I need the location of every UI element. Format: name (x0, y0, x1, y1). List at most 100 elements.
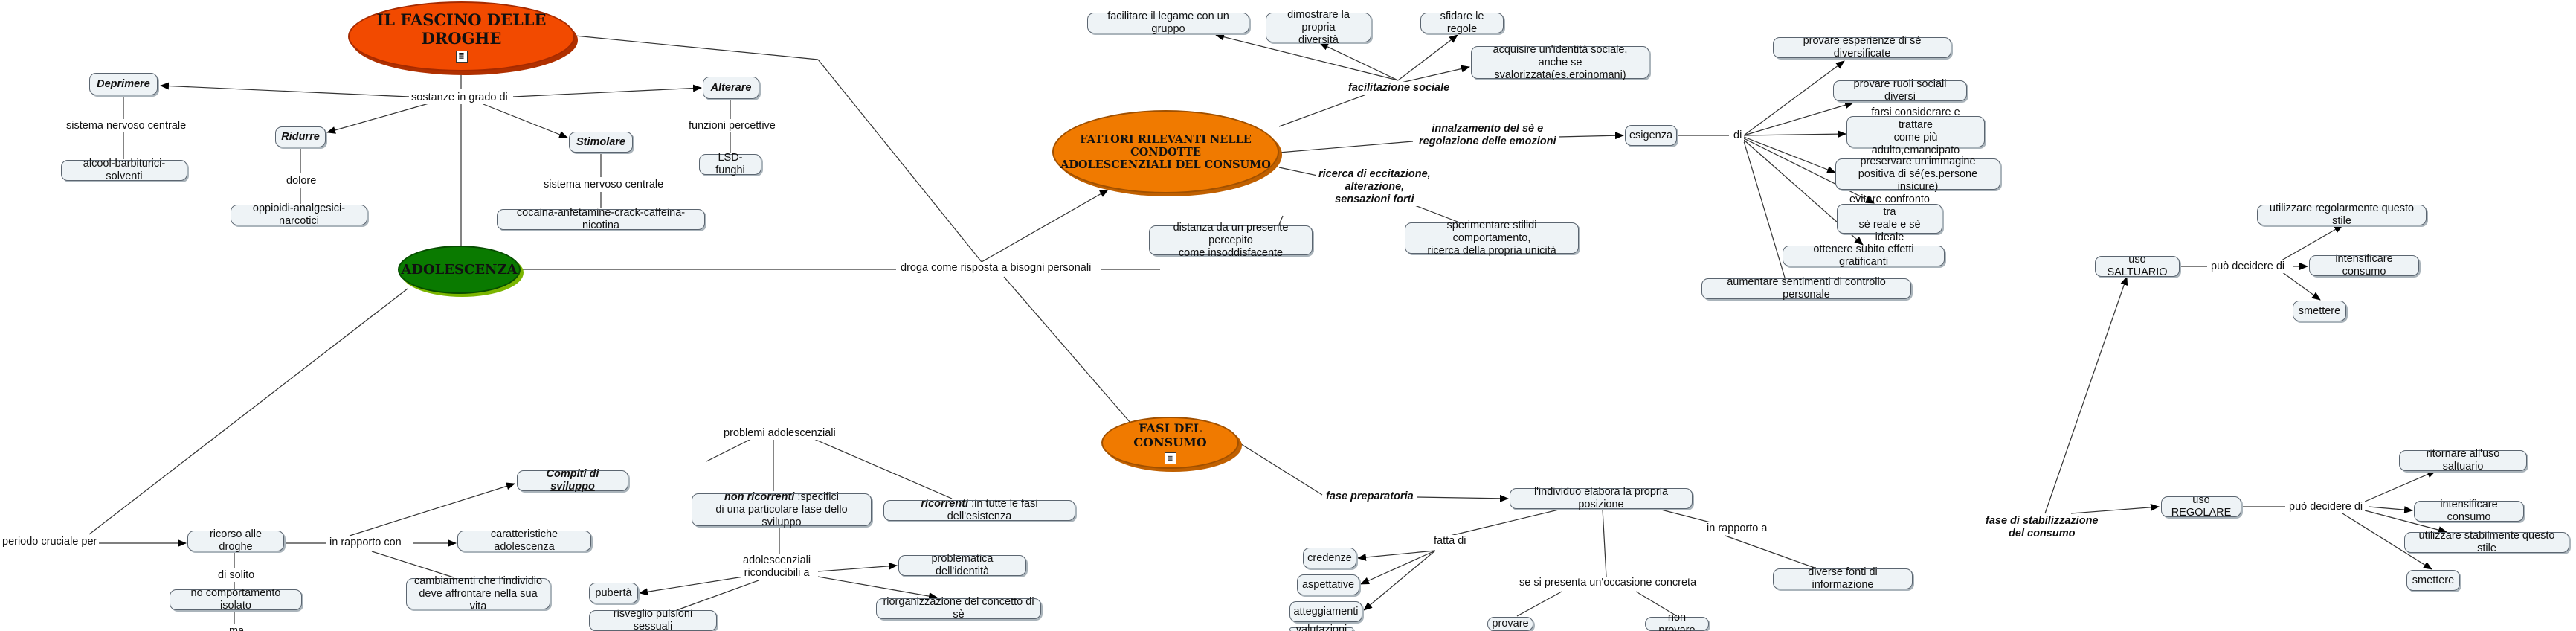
connector-line (1397, 34, 1458, 81)
label-innalzamento: innalzamento del sè e regolazione delle … (1417, 123, 1559, 148)
node-acquisire[interactable]: acquisire un'identità sociale, anche se … (1471, 44, 1649, 81)
connector-line (1357, 550, 1436, 561)
node-ricorrenti[interactable]: ricorrenti :in tutte le fasi dell'esiste… (883, 498, 1075, 522)
node-atteggiamenti[interactable]: atteggiamenti (1289, 601, 1362, 622)
node-valutazioni[interactable]: valutazioni (1289, 624, 1353, 631)
node-deprimere[interactable]: Deprimere (89, 73, 158, 95)
connector-line (2368, 506, 2413, 514)
node-sfidare[interactable]: sfidare le regole (1420, 10, 1504, 35)
connector-line (1238, 442, 1323, 496)
label-fatta: fatta di (1432, 535, 1469, 548)
connector-line (1635, 591, 1678, 617)
node-oppioidi[interactable]: oppioidi-analgesici-narcotici (231, 202, 367, 227)
node-diverse[interactable]: diverse fonti di informazione (1773, 566, 1913, 591)
node-s-util[interactable]: utilizzare regolarmente questo stile (2257, 202, 2427, 227)
node-evitare[interactable]: evitare confronto tra sè reale e sè idea… (1837, 193, 1942, 243)
fattori-rilevanti-node[interactable]: FATTORI RILEVANTI NELLE CONDOTTE ADOLESC… (1052, 110, 1279, 193)
node-distanza[interactable]: distanza da un presente percepito come i… (1149, 222, 1313, 259)
node-aspettative[interactable]: aspettative (1297, 574, 1359, 595)
node-comportamento[interactable]: no comportamento isolato (170, 587, 302, 612)
connector-line (981, 189, 1109, 263)
node-provare[interactable]: provare (1487, 617, 1533, 631)
label-droga: droga come risposta a bisogni personali (898, 262, 1094, 275)
label-preparatoria: fase preparatoria (1324, 490, 1416, 503)
connector-line (1003, 276, 1131, 423)
node-alterare[interactable]: Alterare (703, 77, 759, 99)
node-r-smett[interactable]: smettere (2406, 570, 2460, 591)
label-funzioni: funzioni percettive (686, 120, 778, 132)
node-stimolare[interactable]: Stimolare (569, 132, 633, 153)
document-icon[interactable]: ≣ (1164, 452, 1176, 464)
node-credenze[interactable]: credenze (1303, 548, 1356, 568)
node-non-provare[interactable]: non provare (1645, 612, 1709, 631)
connector-line (2342, 513, 2432, 570)
non-ricorrenti-text: :specifici di una particolare fase dello… (715, 490, 848, 528)
node-esigenza[interactable]: esigenza (1625, 125, 1677, 146)
label-puo2: può decidere di (2287, 501, 2366, 513)
node-poberta[interactable]: pubertà (589, 583, 638, 603)
label-snc1: sistema nervoso centrale (64, 120, 189, 132)
connector-line (1412, 204, 1458, 222)
connector-line (1658, 508, 1711, 523)
node-risveglio[interactable]: risveglio pulsioni sessuali (589, 608, 717, 631)
connector-line (1363, 550, 1436, 611)
connector-line (2070, 503, 2160, 514)
node-sperimentare[interactable]: sperimentare stilidi comportamento, rice… (1405, 220, 1579, 257)
node-regolare[interactable]: uso REGOLARE (2161, 494, 2241, 519)
node-farsi[interactable]: farsi considerare e trattare come più ad… (1846, 106, 1985, 156)
node-r-util[interactable]: utilizzare stabilmente questo stile (2404, 530, 2569, 554)
node-s-intens[interactable]: intensificare consumo (2309, 253, 2419, 278)
connector-line (639, 576, 744, 596)
node-aumentare[interactable]: aumentare sentimenti di controllo person… (1701, 276, 1911, 301)
label-ricerca: ricerca di eccitazione, alterazione, sen… (1316, 168, 1433, 206)
node-saltuario[interactable]: uso SALTUARIO (2095, 254, 2180, 278)
node-ruoli[interactable]: provare ruoli sociali diversi (1833, 78, 1967, 103)
node-s-smett[interactable]: smettere (2293, 301, 2346, 321)
node-r-ritorn[interactable]: ritornare all'uso saltuario (2399, 448, 2527, 473)
node-riorganizzazione[interactable]: riorganizzazione del concetto di sè (876, 596, 1041, 621)
node-lsd[interactable]: LSD-funghi (699, 152, 761, 176)
label-snc2: sistema nervoso centrale (541, 179, 666, 191)
node-cocaina[interactable]: cocaina-anfetamine-crack-caffeina-nicoti… (497, 207, 705, 231)
fascino-droghe-node[interactable]: IL FASCINO DELLE DROGHE ≣ (348, 1, 575, 71)
node-preservare[interactable]: preservare un'immagine positiva di sé(es… (1835, 156, 2000, 193)
node-problematica[interactable]: problematica dell'identità (898, 553, 1026, 577)
connector-line (1602, 508, 1607, 577)
fasi-consumo-node[interactable]: FASI DEL CONSUMO ≣ (1101, 417, 1239, 469)
connector-line (574, 35, 819, 60)
connector-line (1516, 591, 1562, 617)
node-compiti[interactable]: Compiti di sviluppo (517, 468, 628, 493)
connector-line (817, 562, 898, 572)
node-ottenere[interactable]: ottenere subito effetti gratificanti (1783, 243, 1945, 268)
connector-line (817, 576, 938, 600)
node-r-intens[interactable]: intensificare consumo (2414, 499, 2524, 523)
label-di: di (1731, 129, 1745, 142)
adolescenza-title: ADOLESCENZA (401, 262, 518, 278)
connector-line (706, 438, 752, 462)
label-occasione: se si presenta un'occasione concreta (1517, 577, 1699, 589)
fattori-title: FATTORI RILEVANTI NELLE CONDOTTE ADOLESC… (1060, 132, 1271, 171)
non-ricorrenti-label: non ricorrenti (724, 490, 795, 503)
connector-line (2364, 510, 2447, 534)
node-dimostrare[interactable]: dimostrare la propria diversità (1266, 9, 1371, 46)
node-cambiamenti[interactable]: cambiamenti che l'individio deve affront… (406, 575, 550, 612)
connector-line (2044, 276, 2128, 514)
connector-line (1743, 60, 1845, 136)
node-elabora[interactable]: l'individuo elabora la propria posizione (1510, 486, 1693, 510)
node-esp-sd[interactable]: provare esperienze di sè diversificate (1773, 35, 1951, 60)
label-sostanze: sostanze in grado di (409, 92, 510, 104)
label-periodo: periodo cruciale per (0, 536, 100, 548)
ricorrenti-text: :in tutte le fasi dell'esistenza (947, 498, 1038, 522)
node-ricorso[interactable]: ricorso alle droghe (187, 528, 284, 553)
connector-line (371, 551, 454, 578)
ricorrenti-label: ricorrenti (921, 498, 969, 510)
connector-line (1215, 33, 1399, 81)
node-non-ricorrenti[interactable]: non ricorrenti :specifici di una partico… (692, 490, 872, 528)
node-alcool[interactable]: alcool-barbiturici-solventi (61, 158, 187, 182)
node-ridurre[interactable]: Ridurre (275, 126, 326, 147)
node-facilitare[interactable]: facilitare il legame con un gruppo (1087, 10, 1249, 35)
node-caratteristiche[interactable]: caratteristiche adolescenza (457, 528, 591, 553)
document-icon[interactable]: ≣ (455, 51, 468, 63)
adolescenza-node[interactable]: ADOLESCENZA (398, 246, 521, 294)
